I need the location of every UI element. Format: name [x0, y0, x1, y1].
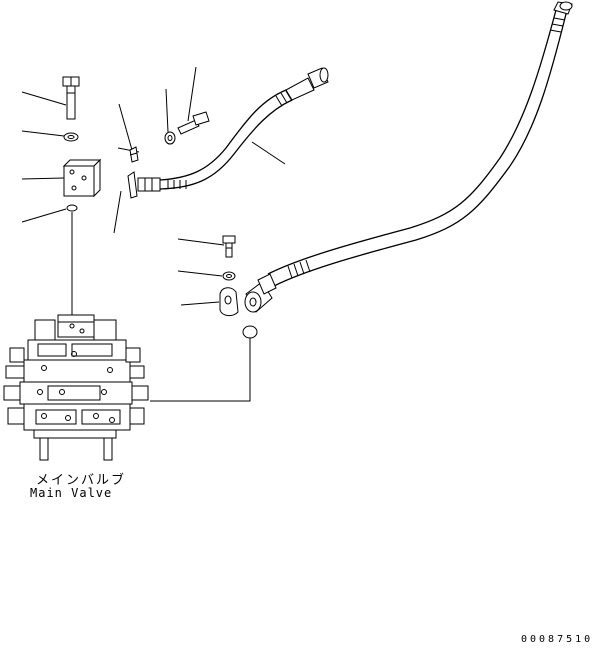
main-valve — [3, 314, 149, 461]
o-ring-lower — [242, 325, 258, 339]
upper-clamp-parts — [129, 111, 210, 163]
hose-long — [244, 1, 573, 313]
washer-upper — [63, 132, 79, 142]
drawing-number: 00087510 — [521, 634, 594, 645]
bolt-upper — [62, 76, 80, 120]
adapter-block — [62, 158, 102, 198]
upper-fitting-stack — [62, 76, 102, 318]
main-valve-label-english: Main Valve — [30, 486, 113, 500]
lower-clamp-parts — [150, 235, 258, 402]
o-ring-upper — [66, 204, 78, 212]
main-valve-label-japanese: メインバルブ — [36, 473, 127, 488]
hose-upper — [127, 67, 329, 199]
